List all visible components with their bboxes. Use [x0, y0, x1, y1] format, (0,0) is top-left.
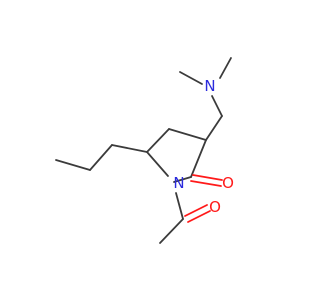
bond-propyl2-propyl3	[55, 159, 91, 171]
bond-propyl1-propyl2	[89, 144, 113, 171]
amine-nitrogen-label: N	[204, 77, 215, 95]
bond-n1-acetylc	[175, 192, 184, 220]
bond-acetylc-o-a	[184, 204, 208, 217]
bond-n-ch2	[211, 95, 223, 117]
bond-c5-propyl1	[111, 144, 148, 153]
molecule-structure: N N O O	[55, 57, 234, 244]
bond-c3-c4	[168, 128, 207, 141]
bond-c2-o-b	[190, 180, 222, 187]
structure-canvas: N N O O	[55, 57, 234, 244]
acetyl-oxygen-label: O	[209, 198, 221, 216]
bond-acetylc-o-b	[187, 210, 211, 223]
bond-n1-c2	[173, 176, 192, 183]
bond-ch2-c3	[205, 115, 223, 141]
bond-c5-n1	[146, 151, 169, 177]
lactam-oxygen-label: O	[222, 174, 234, 192]
bond-c4-c5	[146, 128, 170, 153]
bond-c2-o-a	[192, 174, 223, 181]
bond-methyl-a-n	[179, 71, 203, 85]
bond-c2-c3	[190, 139, 207, 178]
ring-nitrogen-label: N	[173, 174, 184, 192]
bond-acetylc-methyl	[159, 218, 184, 244]
bond-methyl-b-n	[219, 57, 232, 79]
